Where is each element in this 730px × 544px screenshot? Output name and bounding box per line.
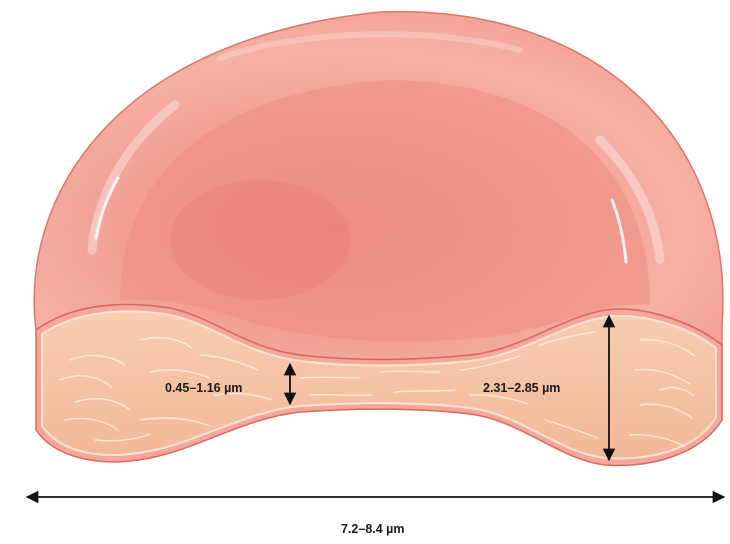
diameter-label: 7.2–8.4 µm xyxy=(341,522,405,536)
center-thickness-label: 0.45–1.16 µm xyxy=(165,381,242,395)
rim-thickness-label: 2.31–2.85 µm xyxy=(483,381,560,395)
cell-dimple-shadow xyxy=(170,180,350,300)
